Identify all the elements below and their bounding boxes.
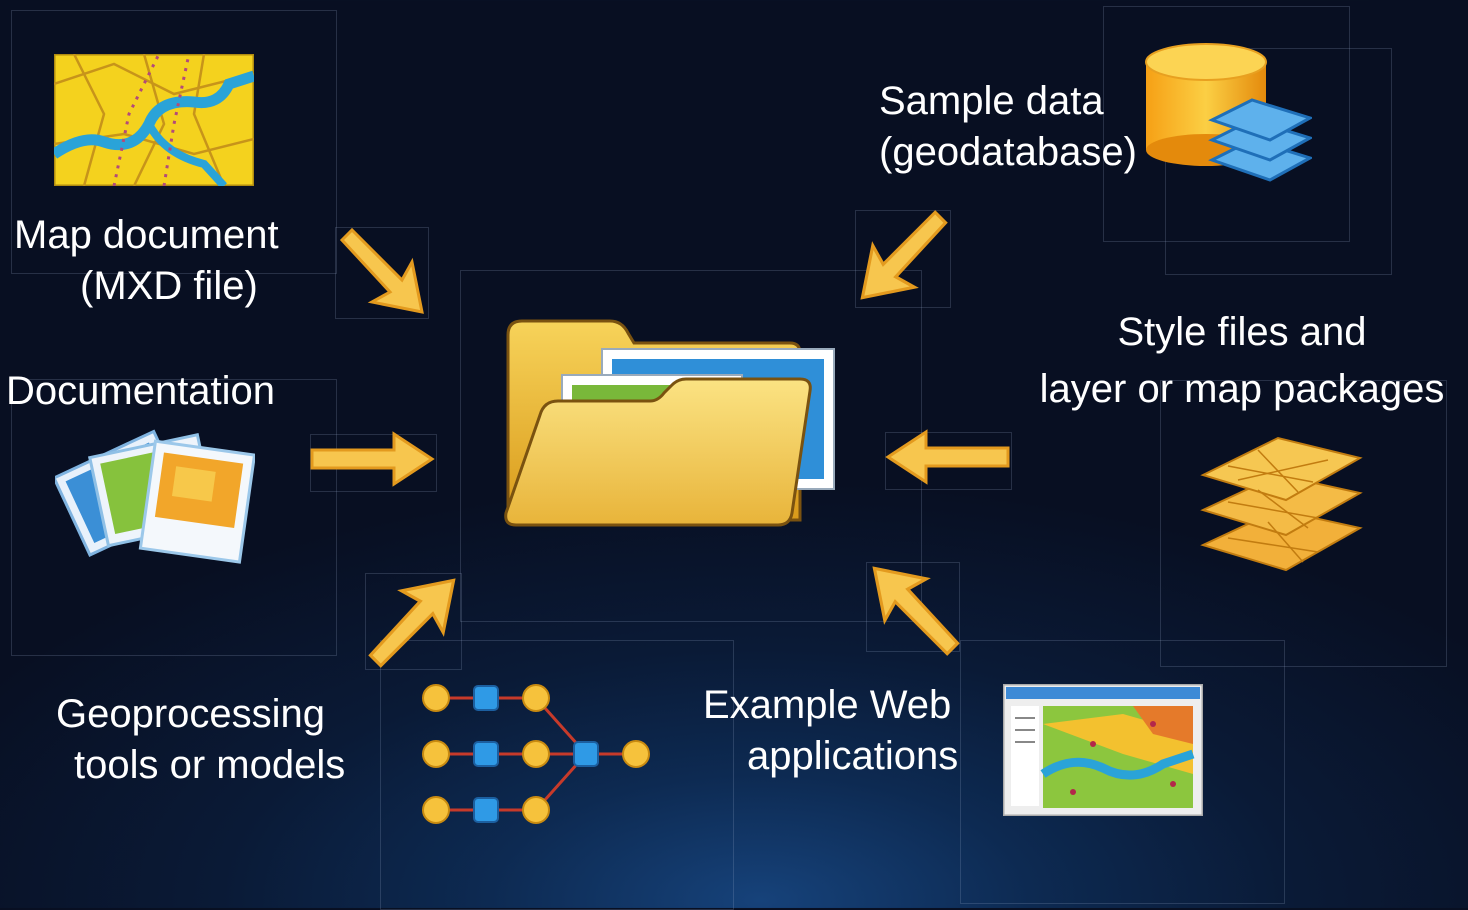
arrow-icon [884,428,1012,486]
style-files-label: Style files and layer or map packages [1039,310,1445,411]
web-apps-label: Example Web applications [703,683,959,778]
geodatabase-icon [1142,40,1312,195]
documentation-label: Documentation [6,369,276,413]
documentation-icon [55,420,255,570]
geoprocessing-label: Geoprocessing tools or models [56,692,346,787]
map-document-icon [54,54,254,186]
open-folder-icon [500,315,840,530]
arrow-icon [308,430,436,488]
sample-data-label: Sample data (geodatabase) [879,79,1137,174]
arrow-icon [332,222,432,322]
arrow-icon [360,570,464,674]
layer-packages-icon [1198,420,1368,585]
arrow-icon [864,558,968,662]
map-document-label: Map document (MXD file) [14,213,279,308]
arrow-icon [852,204,956,308]
model-tools-icon [418,680,654,830]
web-application-icon [1003,684,1203,816]
